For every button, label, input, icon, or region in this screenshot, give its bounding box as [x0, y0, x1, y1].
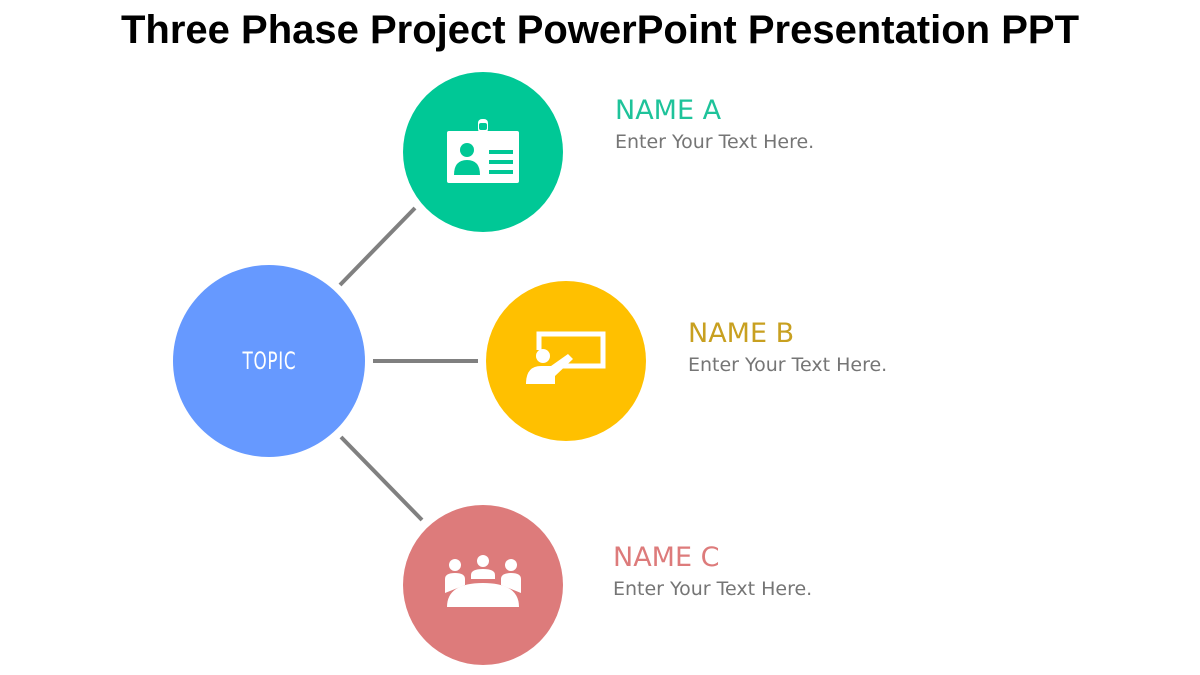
topic-label: TOPIC	[242, 347, 296, 375]
node-c-name: NAME C	[613, 542, 720, 573]
node-c-circle	[403, 505, 563, 665]
connector-a	[338, 206, 417, 287]
node-a-circle	[403, 72, 563, 232]
meeting-group-icon	[445, 555, 521, 607]
node-b-label: NAME B Enter Your Text Here.	[688, 318, 887, 376]
node-b-text: Enter Your Text Here.	[688, 354, 888, 376]
node-a-label: NAME A Enter Your Text Here.	[615, 95, 814, 153]
connector-c	[339, 435, 424, 522]
node-c-label: NAME C Enter Your Text Here.	[613, 542, 812, 600]
node-c-text: Enter Your Text Here.	[613, 578, 813, 600]
node-a-text: Enter Your Text Here.	[615, 131, 815, 153]
topic-circle: TOPIC	[173, 265, 365, 457]
node-a-name: NAME A	[615, 95, 722, 126]
page-title: Three Phase Project PowerPoint Presentat…	[120, 8, 1080, 52]
presentation-board-icon	[526, 331, 606, 384]
id-card-icon	[447, 119, 519, 183]
node-b-name: NAME B	[688, 318, 795, 349]
node-b-circle	[486, 281, 646, 441]
